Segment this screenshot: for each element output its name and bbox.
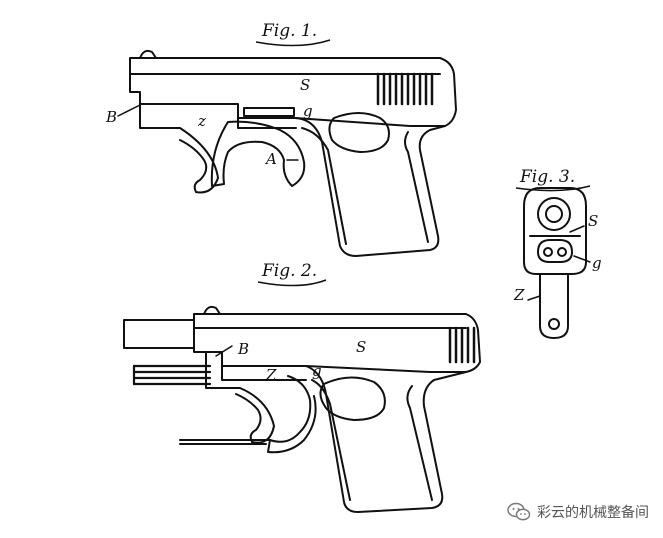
fig3-title: Fig. 3. [519, 167, 575, 187]
fig1-grip-inner-front [301, 127, 347, 245]
fig1-label-g: g [303, 102, 313, 120]
fig3-label-z: Z [513, 286, 525, 304]
fig2-slide [193, 313, 481, 373]
fig3-upper-bore-inner [545, 205, 563, 223]
fig1-grip-inner-back [404, 131, 429, 243]
fig3-stem-hole [548, 318, 560, 330]
fig3-lower-bore-dot-right [557, 247, 567, 257]
fig1-pistol [117, 49, 457, 257]
fig3-lower-bore-dot [543, 247, 553, 257]
fig2-label-s: S [356, 338, 366, 356]
fig3-title-flourish [515, 185, 591, 192]
fig2-title-flourish [257, 279, 327, 287]
fig3-leader-g [573, 255, 591, 263]
fig2-barrel [123, 319, 195, 349]
fig1-label-a: A [264, 150, 277, 168]
fig2-title: Fig. 2. [261, 261, 317, 281]
fig1-grip [295, 117, 446, 257]
fig3-stem [539, 273, 569, 339]
fig1-frame [139, 103, 219, 194]
fig3-upper-bore [537, 197, 571, 231]
fig1-serrations [376, 72, 434, 106]
fig2-grip [305, 365, 467, 513]
fig1-grip-panel [328, 112, 390, 153]
fig2-label-z: Z [265, 366, 277, 384]
fig2-serrations [448, 326, 476, 364]
fig1-trigger [210, 120, 306, 187]
fig1-label-s: S [300, 76, 310, 94]
fig2-frame-upper [221, 365, 307, 381]
fig2-leader-b [215, 345, 233, 357]
fig2-grip-inner-front [311, 379, 351, 501]
fig2-front-sight [203, 305, 221, 315]
fig1-title: Fig. 1. [261, 21, 317, 41]
fig2-spring-rods [132, 364, 212, 386]
watermark: 彩云的机械整备间 [507, 502, 649, 522]
fig2-pistol [123, 305, 481, 513]
wechat-icon [507, 502, 531, 521]
fig3-outline [523, 187, 587, 275]
fig1-safety-slot [243, 107, 295, 117]
fig1-leader-b [117, 103, 143, 117]
fig2-label-g: g [312, 362, 322, 380]
fig1-label-z: z [197, 112, 206, 130]
fig1-label-b: B [105, 108, 117, 126]
fig3-lower-bore [537, 239, 573, 263]
fig1-front-sight [139, 49, 157, 59]
watermark-text: 彩云的机械整备间 [537, 505, 649, 521]
fig3-leader-z [527, 295, 541, 301]
fig2-grip-inner-back [406, 385, 433, 501]
fig3-label-s: S [588, 212, 598, 230]
fig3-label-g: g [592, 254, 602, 272]
fig2-grip-panel [319, 376, 386, 421]
fig1-title-flourish [255, 39, 331, 47]
fig3-part [523, 187, 591, 339]
fig3-leader-s [569, 225, 585, 233]
fig2-frame [205, 351, 275, 444]
fig2-trigger [267, 375, 317, 454]
fig2-label-b: B [237, 340, 249, 358]
